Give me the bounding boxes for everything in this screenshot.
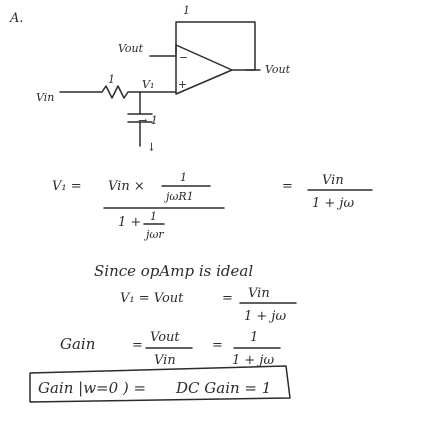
eq3-num: Vin (248, 286, 270, 301)
circuit-top-number: 1 (183, 4, 190, 17)
label-vout-left: Vout (118, 42, 144, 55)
opamp-minus-sign: − (179, 51, 188, 64)
opamp-symbol (175, 44, 233, 95)
eq1-num: 1 (180, 171, 187, 184)
input-resistor (59, 85, 177, 99)
eq1-den: jωR1 (163, 190, 194, 203)
eq4-frac1-den: Vin (154, 353, 176, 368)
label-node-v1: V₁ (142, 78, 154, 91)
eq1-vin-times: Vin × (108, 179, 145, 194)
result-gain-expression: Gain |w=0 ) = (38, 379, 146, 397)
label-vout-right: Vout (265, 63, 291, 76)
problem-letter: A. (9, 11, 24, 26)
label-capacitor-value: → 1 (138, 114, 158, 127)
eq3-lhs: V₁ = Vout (120, 291, 184, 306)
eq4-frac2-den: 1 + jω (232, 353, 274, 368)
ideal-opamp-statement: Since opAmp is ideal (94, 262, 253, 280)
equation-follower: V₁ = Vout = Vin 1 + jω (120, 286, 297, 324)
dc-gain-result: Gain |w=0 ) = DC Gain = 1 (29, 365, 291, 403)
opamp-plus-sign: + (178, 78, 187, 91)
eq1-cont-a: 1 + (118, 215, 141, 230)
eq1-cont-den: jωr (143, 228, 164, 241)
label-resistor-value: 1 (108, 73, 115, 86)
eq1-rhs-num: Vin (322, 173, 344, 188)
eq1-rhs-den: 1 + jω (312, 196, 354, 211)
label-vin: Vin (36, 91, 54, 104)
opamp-circuit: 1 − + Vout Vout 1 V₁ Vin → 1 → (36, 4, 291, 151)
eq4-frac2-num: 1 (250, 330, 258, 345)
label-ground-arrow: → (145, 142, 158, 151)
equation-gain: Gain = Vout Vin = 1 1 + jω (60, 330, 281, 368)
eq3-den: 1 + jω (244, 309, 286, 324)
eq4-equals-2: = (212, 338, 223, 353)
eq3-equals: = (222, 291, 233, 306)
eq1-lhs: V₁ = (52, 179, 82, 194)
result-box (29, 365, 291, 403)
eq4-frac1-num: Vout (150, 330, 180, 345)
equation-voltage-divider: V₁ = Vin × 1 jωR1 1 + 1 jωr = Vin 1 + jω (52, 171, 373, 241)
eq1-cont-num: 1 (150, 210, 157, 223)
eq1-equals: = (282, 179, 293, 194)
result-dc-gain: DC Gain = 1 (175, 379, 271, 397)
eq4-equals-1: = (132, 338, 143, 353)
eq4-gain-word: Gain (60, 335, 95, 353)
